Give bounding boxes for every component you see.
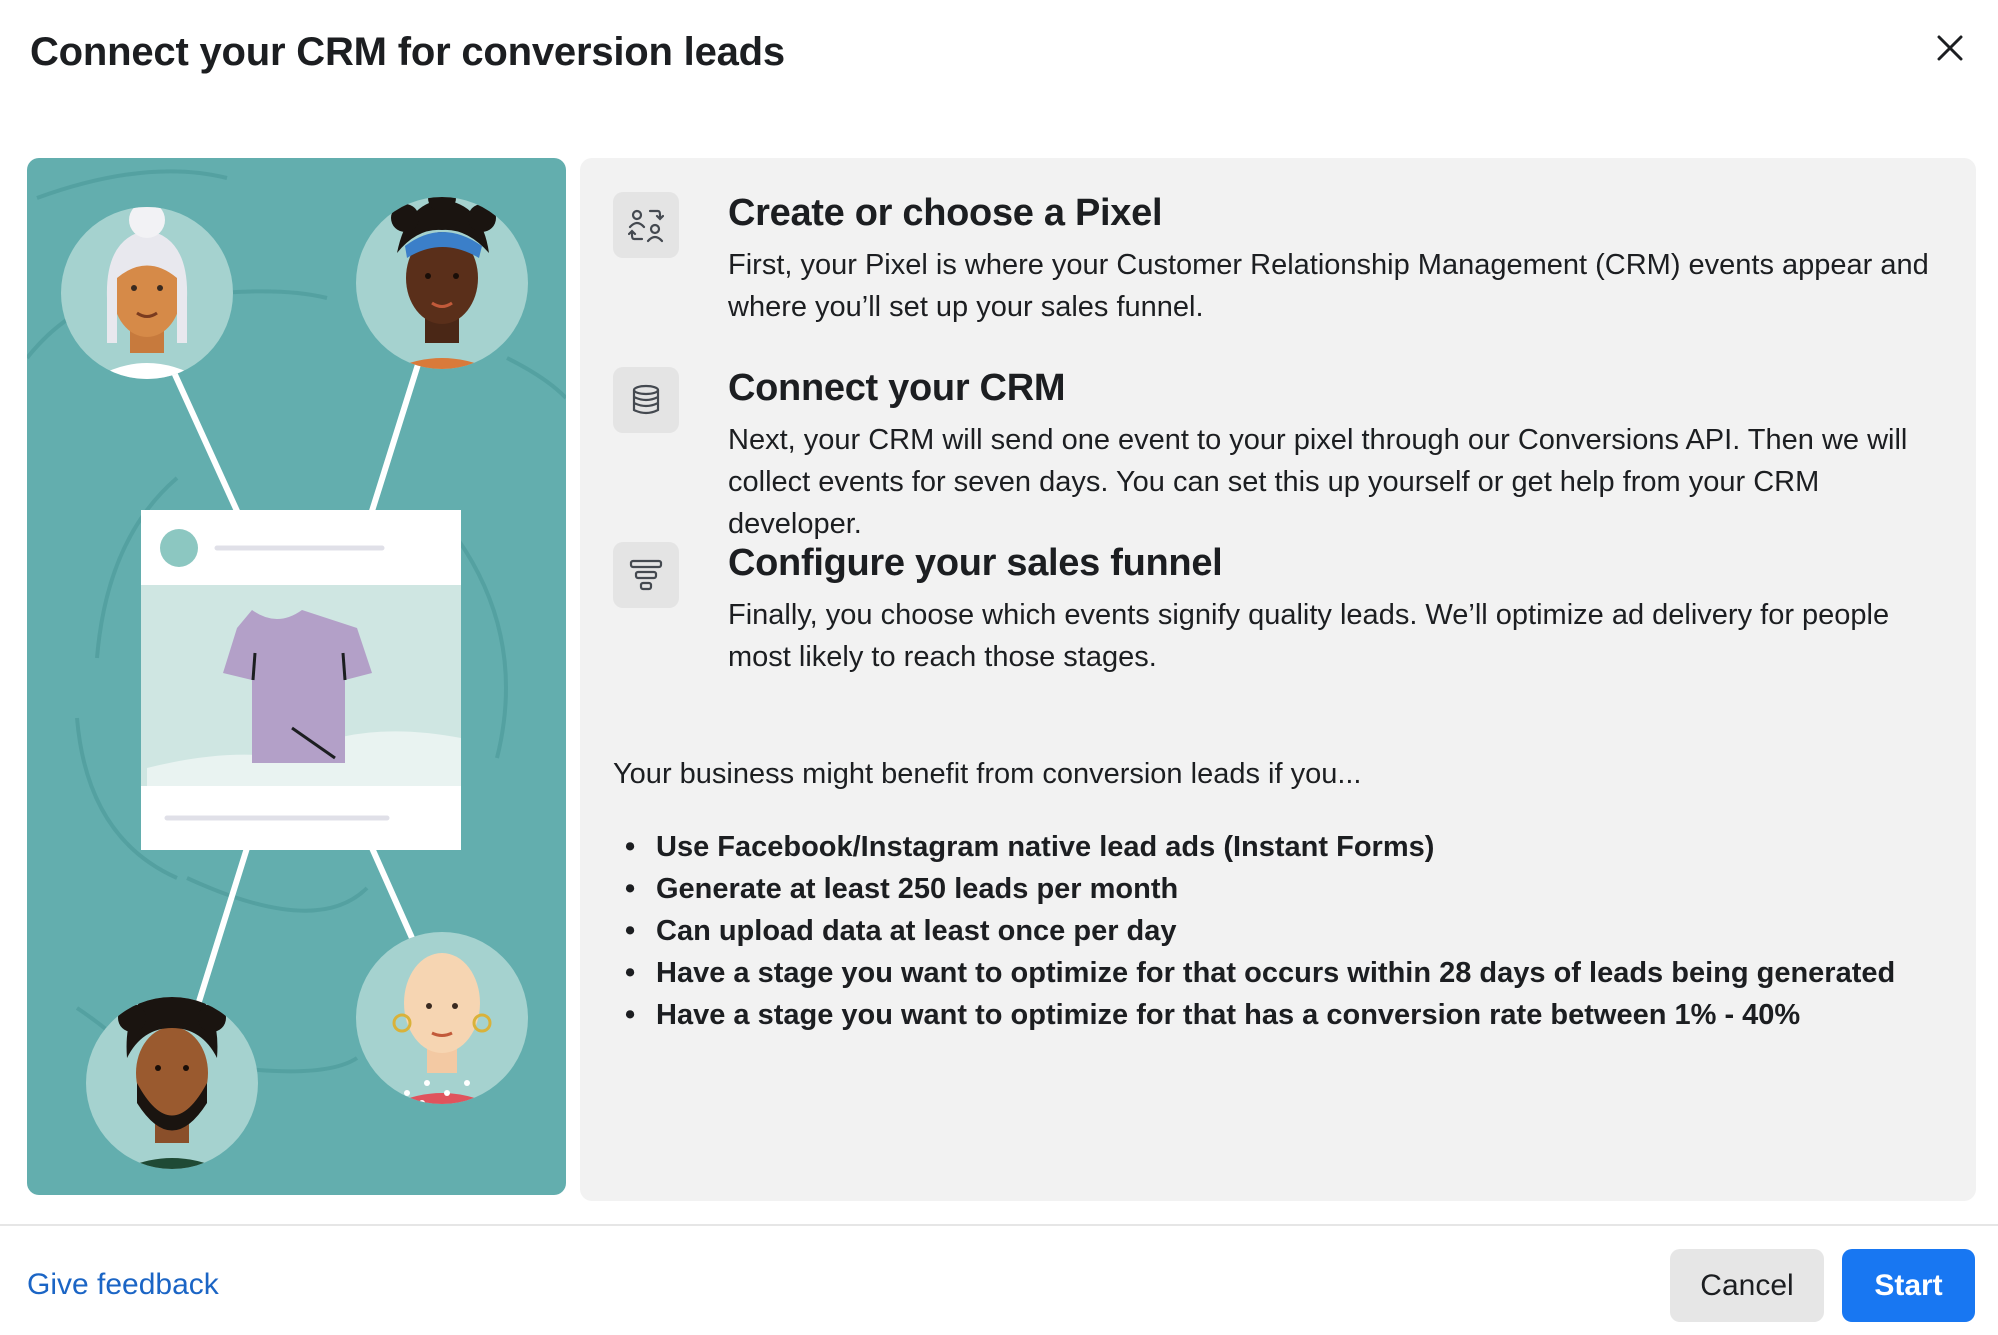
avatar-man-beard	[86, 997, 258, 1169]
list-item: •Can upload data at least once per day	[613, 910, 1895, 952]
close-button[interactable]	[1928, 26, 1972, 70]
database-icon	[632, 384, 660, 415]
avatar-woman-headwrap	[356, 197, 528, 369]
bullet: •	[625, 999, 636, 1031]
list-item: •Use Facebook/Instagram native lead ads …	[613, 826, 1895, 868]
t-shirt	[223, 610, 372, 763]
benefits-intro: Your business might benefit from convers…	[613, 758, 1362, 790]
post-card	[141, 510, 461, 850]
avatar-woman-white-hair	[61, 207, 233, 379]
list-item: •Have a stage you want to optimize for t…	[613, 994, 1895, 1036]
cancel-button[interactable]: Cancel	[1670, 1249, 1824, 1322]
step-title: Configure your sales funnel	[728, 542, 1223, 584]
bullet: •	[625, 957, 636, 989]
list-item: •Have a stage you want to optimize for t…	[613, 952, 1895, 994]
info-panel: Create or choose a Pixel First, your Pix…	[580, 158, 1976, 1201]
illustration-panel	[27, 158, 566, 1195]
step-description: First, your Pixel is where your Customer…	[728, 249, 1929, 323]
close-icon	[1937, 35, 1963, 61]
step-title: Create or choose a Pixel	[728, 192, 1163, 234]
people-swap-icon	[628, 209, 664, 243]
bullet: •	[625, 831, 636, 863]
funnel-icon	[629, 559, 663, 591]
avatar-woman-bald-earrings	[356, 932, 528, 1104]
footer-divider	[0, 1224, 1998, 1226]
give-feedback-link[interactable]: Give feedback	[27, 1268, 219, 1301]
step-title: Connect your CRM	[728, 367, 1066, 409]
start-button[interactable]: Start	[1842, 1249, 1975, 1322]
dialog-title: Connect your CRM for conversion leads	[30, 30, 785, 74]
network-illustration	[27, 169, 566, 1169]
benefits-list: •Use Facebook/Instagram native lead ads …	[613, 826, 1895, 1036]
list-item: •Generate at least 250 leads per month	[613, 868, 1895, 910]
bullet: •	[625, 873, 636, 905]
step-description: Next, your CRM will send one event to yo…	[728, 424, 1908, 540]
step-description: Finally, you choose which events signify…	[728, 599, 1890, 673]
bullet: •	[625, 915, 636, 947]
